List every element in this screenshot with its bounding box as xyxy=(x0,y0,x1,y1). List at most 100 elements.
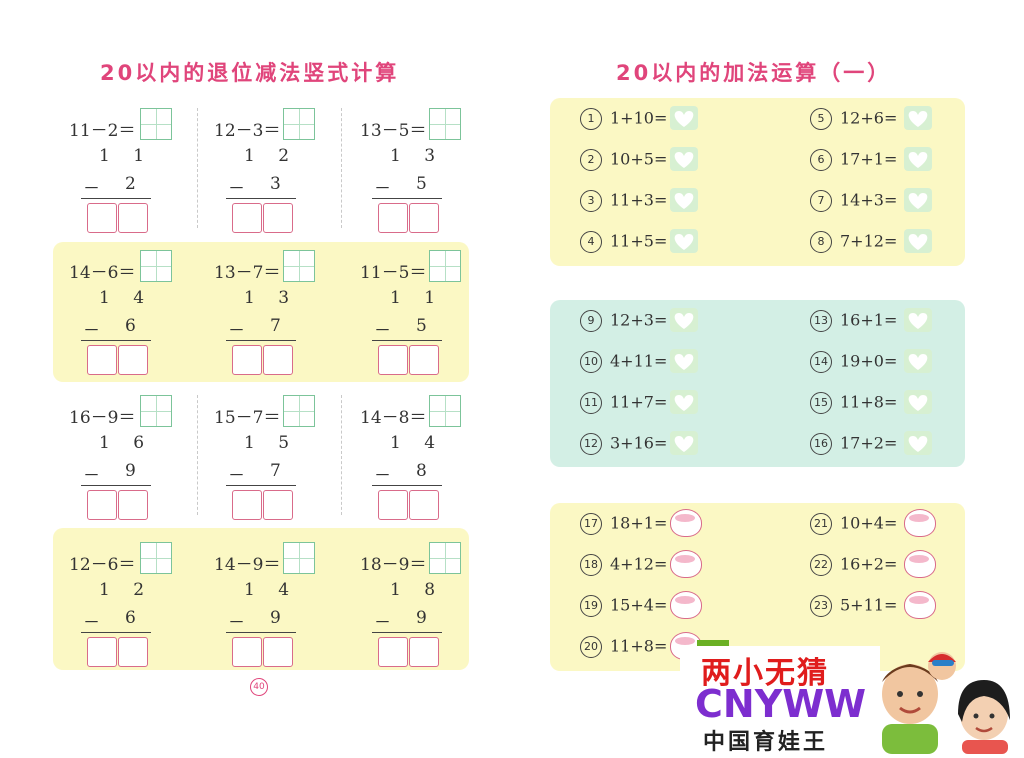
answer-pig-box[interactable] xyxy=(670,550,702,578)
answer-box-tens[interactable] xyxy=(87,637,117,667)
answer-box-ones[interactable] xyxy=(409,345,439,375)
problem-number: 5 xyxy=(810,108,832,130)
answer-heart-box[interactable] xyxy=(904,349,932,373)
answer-heart-box[interactable] xyxy=(904,229,932,253)
problem-number: 2 xyxy=(580,149,602,171)
heart-icon xyxy=(908,152,928,168)
minuend: 1 1 xyxy=(390,288,445,308)
equation: 13－5＝ xyxy=(360,121,427,141)
problem-number: 11 xyxy=(580,392,602,414)
equation: 12－6＝ xyxy=(69,555,136,575)
answer-pig-box[interactable] xyxy=(904,591,936,619)
answer-heart-box[interactable] xyxy=(904,308,932,332)
answer-box-tens[interactable] xyxy=(87,490,117,520)
minus-sign: － xyxy=(83,613,100,633)
equation: 11－5＝ xyxy=(360,263,427,283)
answer-heart-box[interactable] xyxy=(670,147,698,171)
answer-box-ones[interactable] xyxy=(409,203,439,233)
answer-box-ones[interactable] xyxy=(118,345,148,375)
equation: 14－6＝ xyxy=(69,263,136,283)
answer-box-ones[interactable] xyxy=(118,203,148,233)
problem-number: 6 xyxy=(810,149,832,171)
minus-sign: － xyxy=(83,321,100,341)
answer-pig-box[interactable] xyxy=(670,509,702,537)
heart-icon xyxy=(674,436,694,452)
equation: 18－9＝ xyxy=(360,555,427,575)
answer-heart-box[interactable] xyxy=(670,188,698,212)
equation: 16+2= xyxy=(840,554,898,574)
answer-grid-box[interactable] xyxy=(140,250,172,282)
answer-pig-box[interactable] xyxy=(670,591,702,619)
equation: 3+16= xyxy=(610,433,668,453)
answer-box-tens[interactable] xyxy=(87,203,117,233)
answer-box-ones[interactable] xyxy=(263,203,293,233)
watermark-backdrop xyxy=(680,646,880,758)
answer-box-ones[interactable] xyxy=(263,345,293,375)
answer-heart-box[interactable] xyxy=(670,349,698,373)
minus-sign: － xyxy=(83,466,100,486)
answer-box-tens[interactable] xyxy=(378,203,408,233)
answer-grid-box[interactable] xyxy=(140,395,172,427)
answer-box-ones[interactable] xyxy=(409,637,439,667)
equation: 14－9＝ xyxy=(214,555,281,575)
answer-box-tens[interactable] xyxy=(87,345,117,375)
answer-heart-box[interactable] xyxy=(670,308,698,332)
exercise-panel xyxy=(550,98,965,266)
answer-heart-box[interactable] xyxy=(670,229,698,253)
answer-grid-box[interactable] xyxy=(429,250,461,282)
answer-box-tens[interactable] xyxy=(232,637,262,667)
heart-icon xyxy=(908,395,928,411)
answer-heart-box[interactable] xyxy=(670,106,698,130)
answer-grid-box[interactable] xyxy=(429,542,461,574)
sum-line xyxy=(226,632,296,633)
answer-box-ones[interactable] xyxy=(118,490,148,520)
answer-heart-box[interactable] xyxy=(904,188,932,212)
answer-grid-box[interactable] xyxy=(283,108,315,140)
watermark-accent-bar xyxy=(697,640,729,646)
page-number: 40 xyxy=(250,678,268,696)
answer-pig-box[interactable] xyxy=(904,509,936,537)
answer-heart-box[interactable] xyxy=(904,390,932,414)
problem-number: 14 xyxy=(810,351,832,373)
answer-box-tens[interactable] xyxy=(378,345,408,375)
problem-number: 12 xyxy=(580,433,602,455)
answer-grid-box[interactable] xyxy=(283,542,315,574)
answer-grid-box[interactable] xyxy=(429,395,461,427)
answer-box-ones[interactable] xyxy=(263,637,293,667)
equation: 5+11= xyxy=(840,595,898,615)
equation: 11+8= xyxy=(610,636,668,656)
minus-sign: － xyxy=(374,179,391,199)
answer-box-tens[interactable] xyxy=(378,490,408,520)
equation: 12－3＝ xyxy=(214,121,281,141)
answer-box-tens[interactable] xyxy=(232,345,262,375)
sum-line xyxy=(81,340,151,341)
answer-box-tens[interactable] xyxy=(232,203,262,233)
answer-heart-box[interactable] xyxy=(904,106,932,130)
answer-heart-box[interactable] xyxy=(670,431,698,455)
answer-heart-box[interactable] xyxy=(670,390,698,414)
answer-box-ones[interactable] xyxy=(118,637,148,667)
answer-pig-box[interactable] xyxy=(904,550,936,578)
answer-grid-box[interactable] xyxy=(140,542,172,574)
equation: 11+7= xyxy=(610,392,668,412)
answer-box-tens[interactable] xyxy=(232,490,262,520)
answer-heart-box[interactable] xyxy=(904,147,932,171)
equation: 7+12= xyxy=(840,231,898,251)
answer-box-ones[interactable] xyxy=(409,490,439,520)
answer-grid-box[interactable] xyxy=(283,250,315,282)
answer-box-ones[interactable] xyxy=(263,490,293,520)
answer-grid-box[interactable] xyxy=(140,108,172,140)
answer-grid-box[interactable] xyxy=(429,108,461,140)
minuend: 1 5 xyxy=(244,433,299,453)
minuend: 1 8 xyxy=(390,580,445,600)
answer-box-tens[interactable] xyxy=(378,637,408,667)
answer-grid-box[interactable] xyxy=(283,395,315,427)
subtrahend: 6 xyxy=(125,608,136,628)
minus-sign: － xyxy=(228,179,245,199)
answer-heart-box[interactable] xyxy=(904,431,932,455)
